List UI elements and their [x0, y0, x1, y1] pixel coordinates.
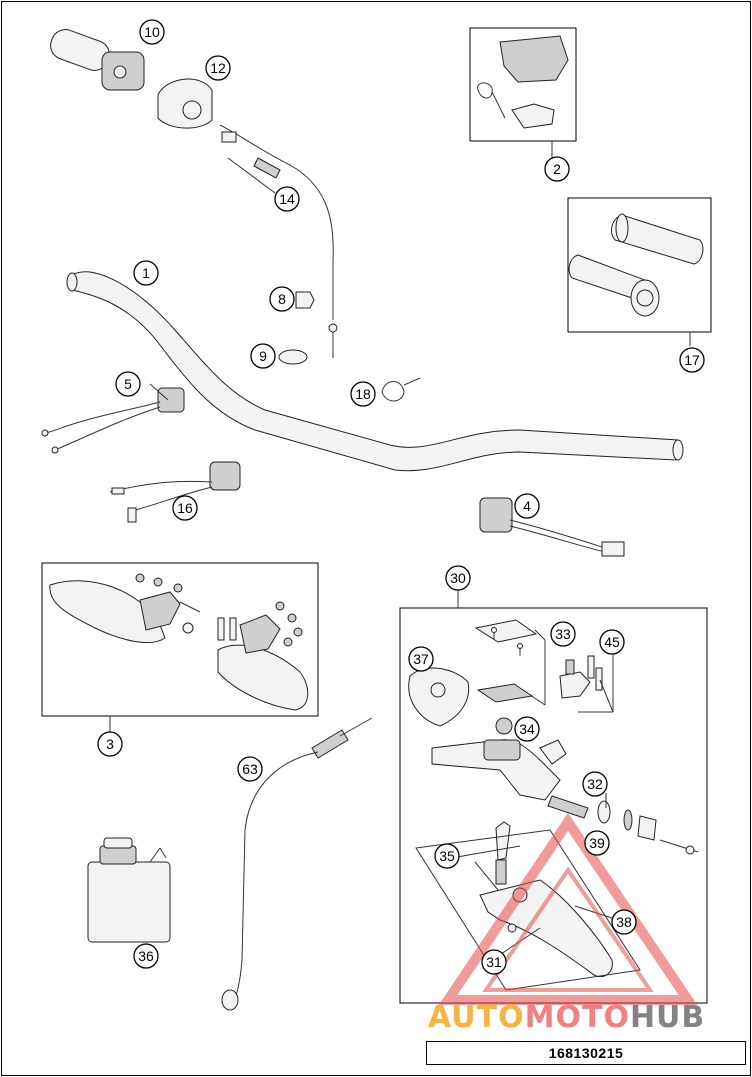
- leader-lines: [149, 157, 614, 959]
- callout-45: 45: [599, 629, 625, 655]
- callout-1: 1: [133, 260, 159, 286]
- cable-tie: [381, 377, 421, 402]
- callout-35: 35: [434, 843, 460, 869]
- svg-text:16: 16: [177, 500, 193, 516]
- watermark-part-2: MOTO: [524, 1000, 630, 1035]
- grip-set: [568, 213, 704, 317]
- svg-text:10: 10: [144, 24, 160, 40]
- cable-adjuster: [253, 157, 281, 179]
- callout-63: 63: [237, 756, 263, 782]
- callout-10: 10: [139, 19, 165, 45]
- watermark-part-3: HUB: [629, 1000, 706, 1035]
- handlebar-end-right: [672, 439, 684, 461]
- svg-text:2: 2: [553, 161, 561, 177]
- svg-text:32: 32: [587, 776, 603, 792]
- throttle-grip: [50, 29, 145, 91]
- callout-34: 34: [514, 716, 540, 742]
- watermark-part-1: AUTO: [428, 1000, 525, 1035]
- callout-39: 39: [584, 830, 610, 856]
- callout-37: 37: [408, 646, 434, 672]
- svg-text:17: 17: [684, 352, 700, 368]
- svg-text:8: 8: [278, 291, 286, 307]
- callout-30: 30: [445, 565, 471, 591]
- cable-end-fitting: [221, 131, 237, 143]
- callout-14: 14: [274, 186, 300, 212]
- hand-guard-box: [41, 562, 319, 717]
- callout-9: 9: [250, 343, 276, 369]
- switch-left: [41, 387, 185, 454]
- callout-17: 17: [679, 347, 705, 373]
- hand-guard-screws: [135, 573, 303, 647]
- cable-nipple: [328, 323, 338, 333]
- callout-5: 5: [115, 371, 141, 397]
- callout-3: 3: [97, 731, 123, 757]
- switch-combination: [109, 461, 241, 523]
- svg-text:4: 4: [523, 498, 531, 514]
- o-ring: [278, 349, 308, 365]
- master-cylinder-parts: [408, 619, 699, 978]
- callout-36: 36: [133, 943, 159, 969]
- svg-text:63: 63: [242, 761, 258, 777]
- callout-8: 8: [269, 286, 295, 312]
- svg-text:36: 36: [138, 948, 154, 964]
- watermark-logo: AUTOMOTOHUB: [428, 1000, 705, 1035]
- lever-leader-outline: [415, 829, 641, 991]
- svg-text:14: 14: [279, 191, 295, 207]
- svg-text:5: 5: [124, 376, 132, 392]
- svg-text:9: 9: [259, 348, 267, 364]
- brake-line: [221, 717, 373, 1011]
- handlebar: [71, 271, 679, 472]
- callout-31: 31: [481, 949, 507, 975]
- svg-text:18: 18: [355, 386, 371, 402]
- svg-text:33: 33: [555, 626, 571, 642]
- svg-text:35: 35: [439, 848, 455, 864]
- throttle-cover: [157, 78, 213, 129]
- svg-text:31: 31: [486, 954, 502, 970]
- callout-2: 2: [544, 156, 570, 182]
- hand-guard-right: [217, 614, 309, 711]
- throttle-cable: [219, 124, 334, 320]
- callout-16: 16: [172, 495, 198, 521]
- svg-text:39: 39: [589, 835, 605, 851]
- callout-12: 12: [205, 55, 231, 81]
- kill-switch: [479, 497, 625, 557]
- drawing-number: 168130215: [426, 1041, 746, 1065]
- hand-guard-left: [49, 580, 194, 644]
- svg-text:3: 3: [106, 736, 114, 752]
- grips-box: [567, 197, 712, 333]
- handlebar-end-left: [66, 272, 78, 292]
- svg-text:34: 34: [519, 721, 535, 737]
- callout-32: 32: [582, 771, 608, 797]
- svg-text:37: 37: [413, 651, 429, 667]
- brake-fluid-can: [87, 837, 171, 943]
- svg-text:30: 30: [450, 570, 466, 586]
- callout-18: 18: [350, 381, 376, 407]
- svg-text:38: 38: [616, 914, 632, 930]
- callout-33: 33: [550, 621, 576, 647]
- svg-text:45: 45: [604, 634, 620, 650]
- callout-4: 4: [514, 493, 540, 519]
- callout-38: 38: [611, 909, 637, 935]
- switch-cover-box: [469, 27, 577, 142]
- svg-text:12: 12: [210, 60, 226, 76]
- svg-text:1: 1: [142, 265, 150, 281]
- switch-cover: [499, 35, 569, 83]
- cable-clip: [295, 291, 315, 309]
